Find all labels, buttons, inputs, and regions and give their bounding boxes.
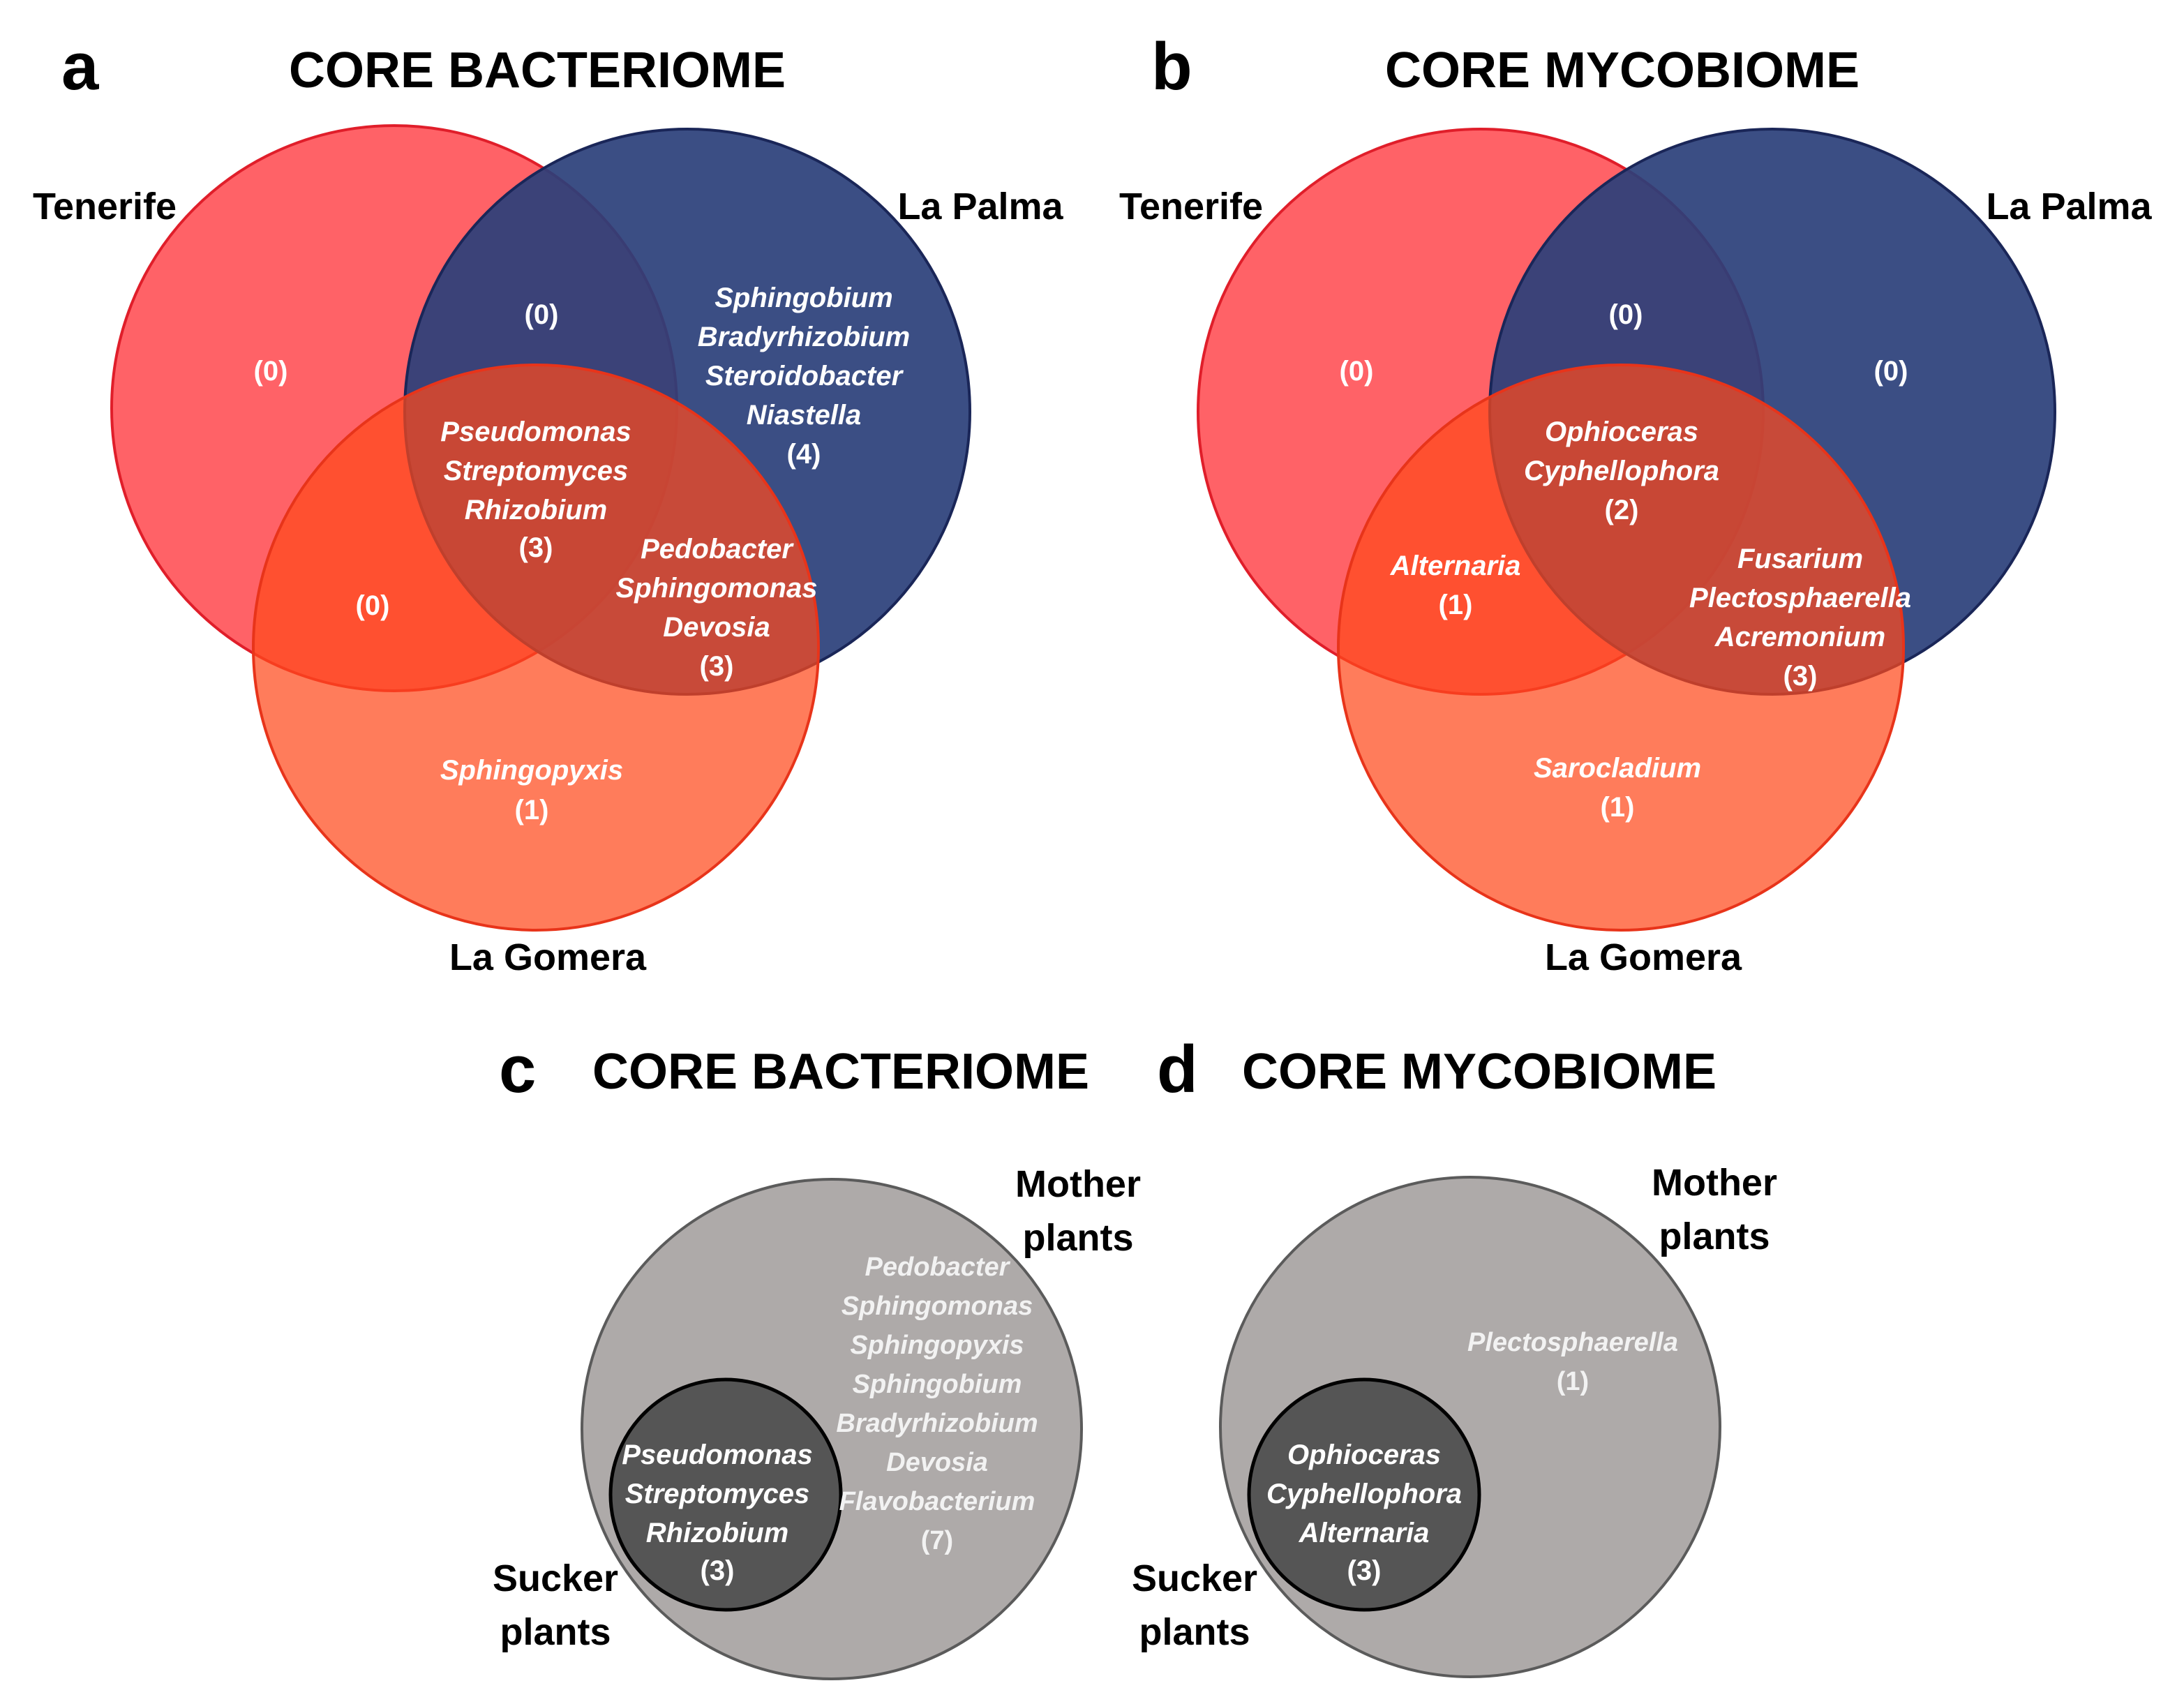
genus-label: Ophioceras [1545, 417, 1698, 447]
genus-label: Pseudomonas [622, 1440, 812, 1470]
panel-c-title: CORE BACTERIOME [592, 1044, 1089, 1100]
panel-b-letter: b [1151, 29, 1192, 104]
sucker-plants-label: plants [500, 1611, 611, 1653]
panel-b-title: CORE MYCOBIOME [1385, 43, 1860, 98]
mother-plants-label: plants [1022, 1217, 1133, 1259]
genus-label: Rhizobium [646, 1518, 788, 1548]
panel-a-letter: a [61, 29, 99, 104]
genus-label: Cyphellophora [1524, 456, 1719, 486]
genus-label: Pedobacter [865, 1253, 1011, 1282]
region-count: (0) [525, 299, 559, 330]
region-count: (1) [1601, 792, 1635, 823]
genus-label: Devosia [663, 612, 770, 643]
genus-label: Fusarium [1737, 544, 1863, 574]
region-count: (3) [519, 532, 553, 563]
la-gomera-circle [252, 364, 820, 932]
sucker-plants-circle [1247, 1377, 1481, 1612]
genus-label: Sphingobium [853, 1370, 1022, 1399]
panel-d-title: CORE MYCOBIOME [1242, 1044, 1716, 1100]
sucker-plants-label: plants [1139, 1611, 1250, 1653]
panel-b: b CORE MYCOBIOME Tenerife La Palma La Go… [1119, 29, 2153, 978]
genus-label: Sarocladium [1534, 753, 1701, 784]
region-count: (3) [701, 1555, 735, 1586]
genus-label: Flavobacterium [839, 1487, 1035, 1516]
genus-label: Sphingobium [715, 283, 893, 313]
sucker-plants-circle [608, 1377, 843, 1612]
genus-label: Steroidobacter [705, 361, 904, 391]
panel-d-letter: d [1157, 1032, 1198, 1107]
genus-label: Pedobacter [641, 534, 794, 565]
genus-label: Sphingopyxis [440, 755, 623, 786]
genus-label: Bradyrhizobium [836, 1409, 1038, 1438]
panel-a-title: CORE BACTERIOME [289, 43, 786, 98]
genus-label: Plectosphaerella [1689, 583, 1911, 613]
region-count: (0) [1340, 356, 1374, 387]
genus-label: Niastella [747, 400, 862, 431]
genus-label: Devosia [886, 1448, 988, 1477]
region-count: (1) [515, 795, 549, 825]
la-palma-label: La Palma [897, 186, 1063, 227]
region-count: (0) [1609, 299, 1643, 330]
panel-d: d CORE MYCOBIOME Mother plants Sucker pl… [1132, 1032, 1777, 1678]
genus-label: Bradyrhizobium [698, 322, 910, 352]
genus-label: Alternaria [1390, 551, 1521, 581]
genus-label: Acremonium [1714, 622, 1886, 652]
region-count: (1) [1439, 590, 1473, 620]
genus-label: Alternaria [1299, 1518, 1430, 1548]
genus-label: Ophioceras [1287, 1440, 1441, 1470]
mother-plants-label: plants [1659, 1216, 1770, 1257]
region-count: (4) [787, 439, 821, 470]
region-count: (0) [1874, 356, 1908, 387]
genus-label: Rhizobium [465, 495, 607, 525]
region-count: (0) [254, 356, 288, 387]
panel-c: c CORE BACTERIOME Mother plants Sucker p… [493, 1032, 1141, 1680]
sucker-plants-label: Sucker [1132, 1557, 1257, 1599]
region-count: (2) [1605, 495, 1639, 525]
genus-label: Sphingopyxis [850, 1331, 1024, 1360]
la-gomera-label: La Gomera [449, 936, 647, 978]
la-palma-label: La Palma [1986, 186, 2152, 227]
la-gomera-circle [1337, 364, 1905, 932]
la-gomera-label: La Gomera [1545, 936, 1742, 978]
genus-label: Streptomyces [444, 456, 629, 486]
genus-label: Streptomyces [625, 1479, 810, 1509]
tenerife-label: Tenerife [33, 186, 177, 227]
region-count: (1) [1557, 1367, 1589, 1396]
panel-c-letter: c [499, 1032, 536, 1107]
panel-a: a CORE BACTERIOME Tenerife La Palma La G… [33, 29, 1064, 978]
tenerife-label: Tenerife [1119, 186, 1263, 227]
region-count: (3) [1347, 1555, 1382, 1586]
mother-plants-label: Mother [1652, 1162, 1777, 1204]
genus-label: Plectosphaerella [1467, 1328, 1678, 1357]
region-count: (3) [1783, 661, 1818, 692]
genus-label: Sphingomonas [616, 573, 818, 604]
genus-label: Sphingomonas [842, 1292, 1033, 1321]
region-count: (0) [356, 590, 390, 621]
region-count: (7) [921, 1526, 953, 1555]
genus-label: Cyphellophora [1266, 1479, 1462, 1509]
region-count: (3) [700, 651, 734, 682]
sucker-plants-label: Sucker [493, 1557, 618, 1599]
genus-label: Pseudomonas [440, 417, 631, 447]
mother-plants-label: Mother [1015, 1163, 1141, 1205]
